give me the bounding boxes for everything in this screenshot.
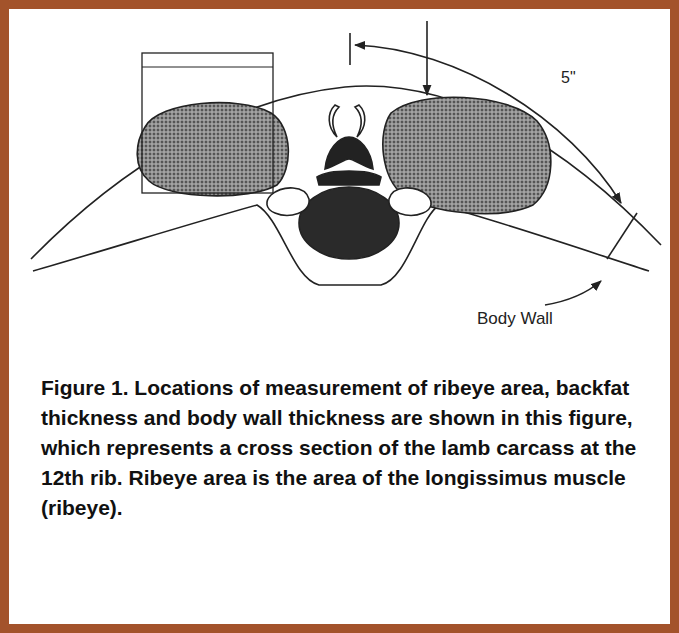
carcass-cross-section — [9, 9, 670, 624]
figure-caption: Figure 1. Locations of measurement of ri… — [41, 373, 637, 523]
part-label: Body Wall — [477, 309, 553, 329]
dimension-label: 5" — [561, 69, 576, 87]
